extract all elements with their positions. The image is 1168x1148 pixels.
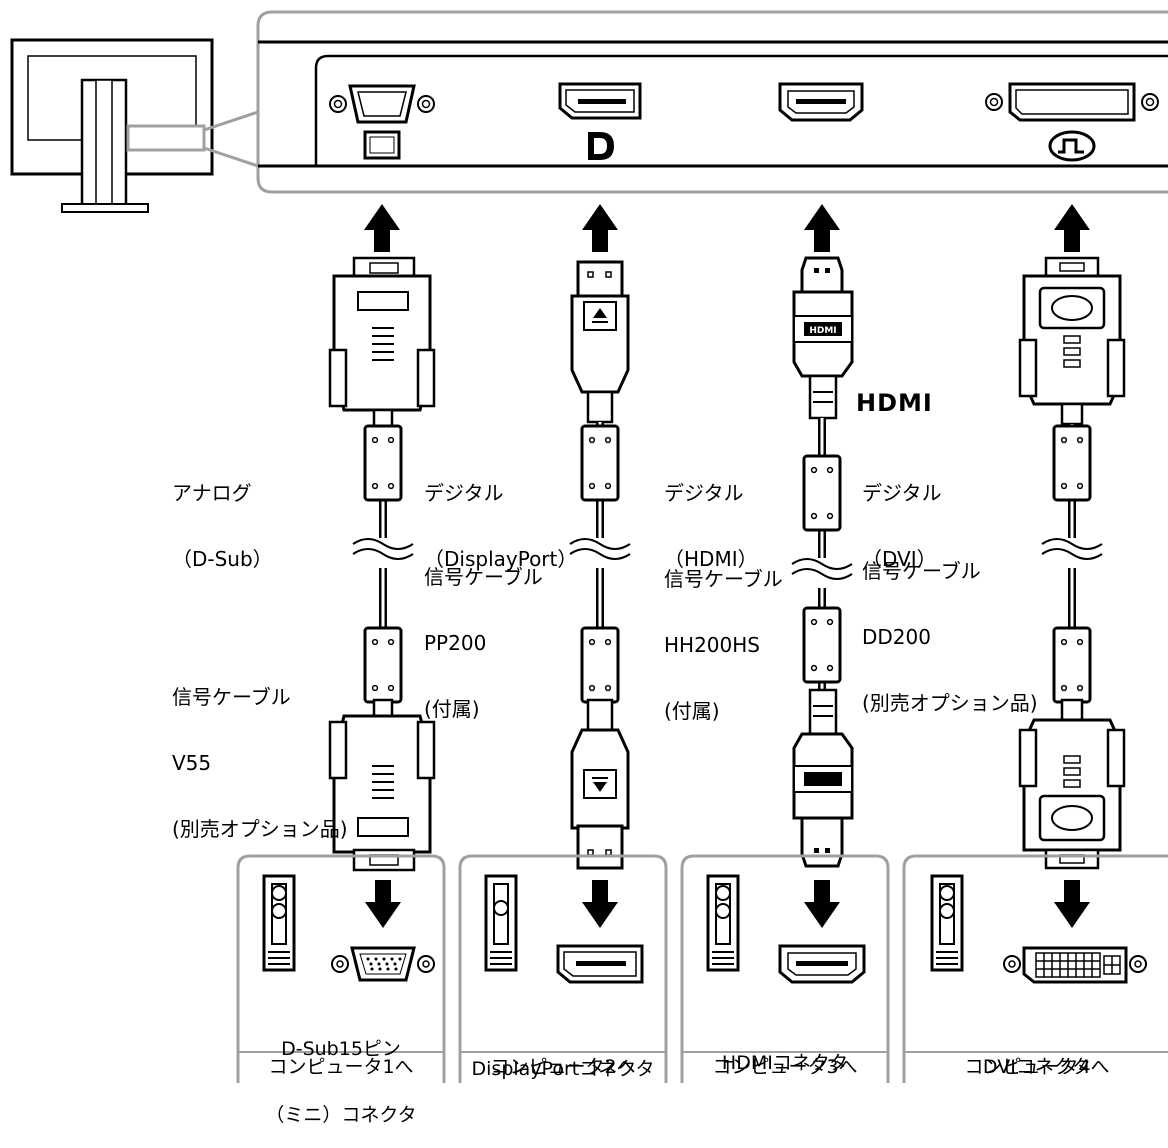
connector-name: DisplayPortコネクタ: [471, 1058, 655, 1080]
hdmi-cable: HDMI: [791, 256, 854, 868]
signal-type-label: デジタル: [664, 481, 744, 505]
cable-label-dsub: アナログ （D-Sub） 信号ケーブル V55 (別売オプション品): [172, 438, 348, 862]
pc-dvi-connector: [1003, 946, 1147, 984]
computer-box-4: [902, 854, 1168, 1083]
pc-destination-1: コンピュータ1へ: [268, 1056, 414, 1078]
down-arrow-icon: [582, 880, 618, 928]
signal-type-label: デジタル: [424, 481, 504, 505]
cable-model: HH200HS: [664, 633, 760, 657]
signal-type-label: アナログ: [172, 481, 252, 505]
cable-info-hdmi: 信号ケーブル HH200HS (付属): [664, 524, 783, 744]
cable-label-displayport: デジタル （DisplayPort）: [424, 438, 577, 592]
signal-type-label: デジタル: [862, 481, 942, 505]
down-arrow-icon: [804, 880, 840, 928]
cable-note: (別売オプション品): [172, 817, 348, 841]
svg-text:HDMI: HDMI: [809, 326, 836, 336]
hdmi-port: [778, 82, 864, 122]
rear-panel: [256, 10, 1168, 194]
pc-destination-4: コンピュータ4へ: [964, 1056, 1110, 1078]
dvi-port: [985, 82, 1159, 162]
pc-displayport-connector: [556, 944, 644, 984]
cable-model: PP200: [424, 631, 487, 655]
cable-title: 信号ケーブル: [172, 685, 291, 709]
connection-diagram: HDMI: [10, 10, 1168, 1083]
signal-type-sublabel: （DVI）: [862, 547, 937, 571]
pc-connector-label-4: DVIコネクタ: [906, 1012, 1168, 1100]
signal-type-sublabel: （D-Sub）: [172, 547, 273, 571]
cable-info-dvi: 信号ケーブル DD200 (別売オプション品): [862, 516, 1038, 736]
up-arrow-icon: [804, 204, 840, 252]
down-arrow-icon: [1054, 880, 1090, 928]
connector-name: D-Sub15ピン: [281, 1038, 401, 1060]
displayport-cable: [569, 260, 631, 870]
computer-box-2: [458, 854, 668, 1083]
displayport-port: [558, 82, 642, 160]
monitor-thumbnail: [10, 38, 259, 213]
connector-name: DVIコネクタ: [982, 1056, 1092, 1078]
signal-type-sublabel: （HDMI）: [664, 547, 758, 571]
dsub-port: [329, 84, 435, 160]
pc-connector-label-2: DisplayPortコネクタ: [462, 1014, 664, 1102]
hdmi-logo: HDMI: [856, 389, 933, 417]
pc-connector-label-3: HDMIコネクタ: [684, 1008, 886, 1096]
cable-model: V55: [172, 751, 212, 775]
pc-dsub-connector: [331, 946, 435, 982]
cable-note: (付属): [424, 697, 480, 721]
cable-label-dvi: デジタル （DVI）: [862, 438, 942, 592]
connector-name-line2: （ミニ）コネクタ: [265, 1104, 417, 1126]
cable-title: 信号ケーブル: [424, 565, 543, 589]
cable-model: DD200: [862, 625, 931, 649]
cable-label-hdmi: デジタル （HDMI）: [664, 438, 758, 592]
cable-note: (別売オプション品): [862, 691, 1038, 715]
up-arrow-icon: [1054, 204, 1090, 252]
up-arrow-icon: [582, 204, 618, 252]
cable-note: (付属): [664, 699, 720, 723]
cable-info-displayport: 信号ケーブル PP200 (付属): [424, 522, 543, 742]
dvi-cable: [1018, 256, 1126, 870]
cable-title: 信号ケーブル: [664, 567, 783, 591]
pc-destination-2: コンピュータ2へ: [490, 1056, 636, 1078]
cable-title: 信号ケーブル: [862, 559, 981, 583]
pc-destination-3: コンピュータ3へ: [712, 1056, 858, 1078]
pc-tower-icon: [484, 874, 518, 972]
computer-box-3: [680, 854, 890, 1083]
signal-type-sublabel: （DisplayPort）: [424, 547, 578, 571]
up-arrow-icon: [364, 204, 400, 252]
pc-hdmi-connector: [778, 944, 866, 984]
connector-name: HDMIコネクタ: [721, 1052, 849, 1074]
computer-box-1: [236, 854, 446, 1083]
down-arrow-icon: [365, 880, 401, 928]
